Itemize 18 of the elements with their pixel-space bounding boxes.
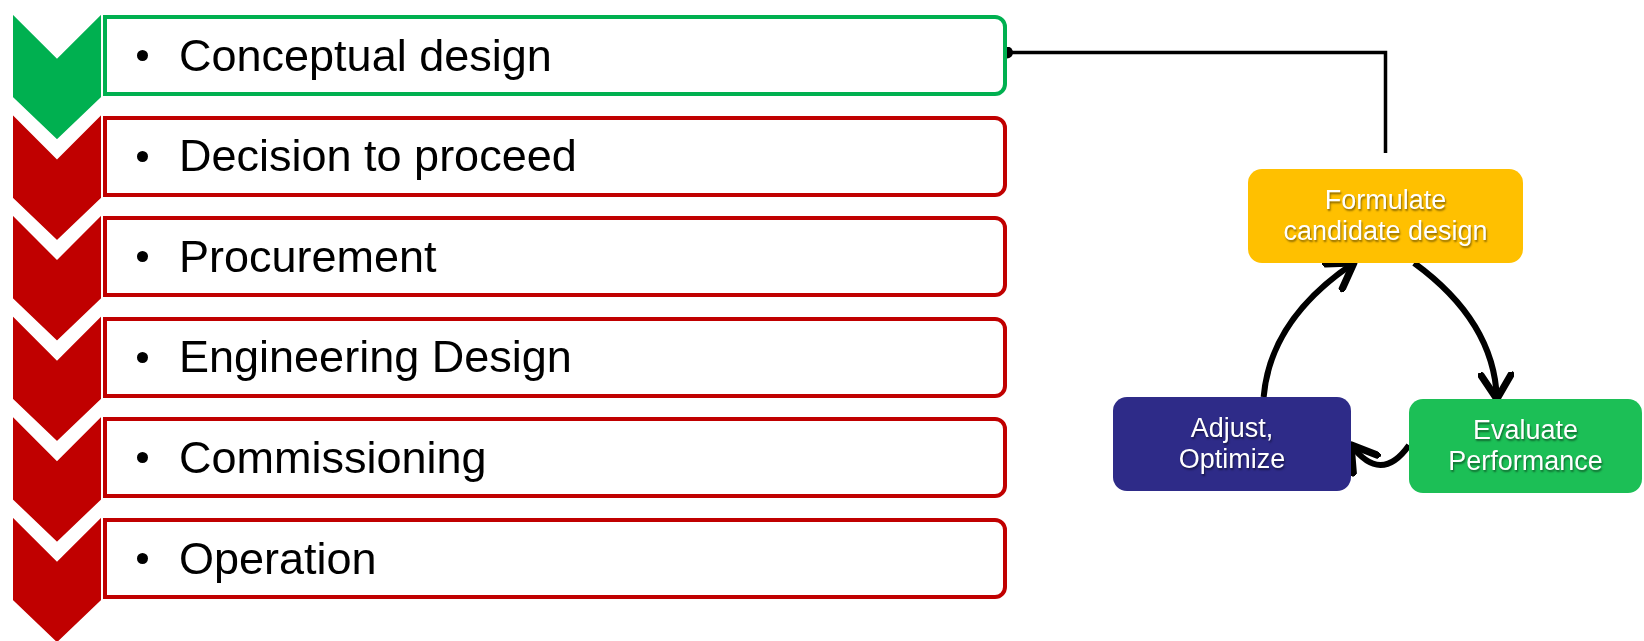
process-box	[1113, 397, 1351, 491]
step-label: Procurement	[179, 230, 437, 283]
step-label: Decision to proceed	[179, 130, 577, 183]
step-box	[103, 316, 1007, 398]
process-label: Formulate candidate design	[1282, 185, 1489, 247]
step-box	[103, 216, 1007, 298]
process-box	[1248, 169, 1523, 263]
process-box	[1409, 399, 1642, 493]
step-box	[103, 115, 1007, 197]
step-label: Engineering Design	[179, 331, 572, 384]
process-label: Evaluate Performance	[1447, 415, 1604, 477]
step-box	[103, 518, 1007, 599]
step-label: Operation	[179, 532, 377, 585]
step-label: Commissioning	[179, 431, 487, 484]
process-label: Adjust, Optimize	[1177, 413, 1287, 475]
step-box	[103, 417, 1007, 499]
step-box	[103, 15, 1007, 96]
step-label: Conceptual design	[179, 29, 552, 82]
